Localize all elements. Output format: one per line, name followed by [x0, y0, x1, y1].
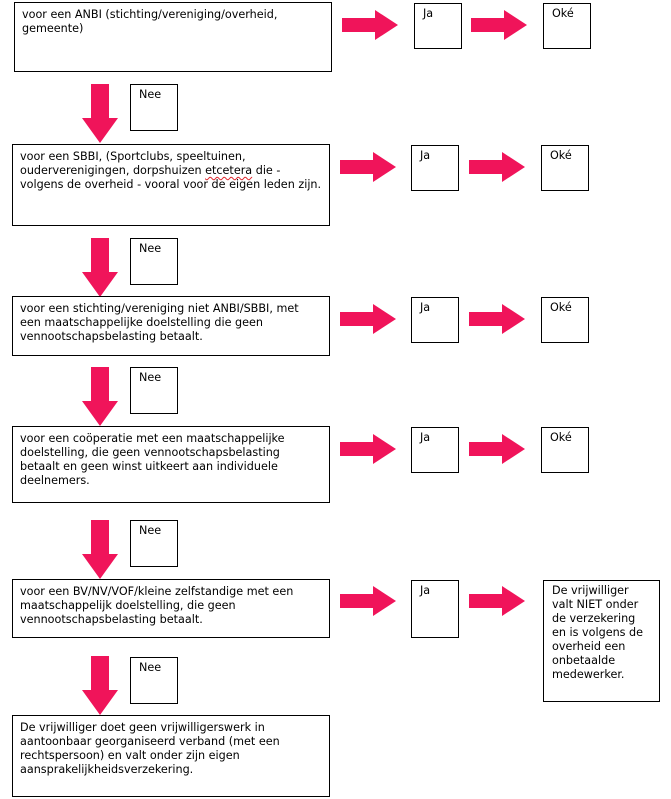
- question-box: voor een ANBI (stichting/vereniging/over…: [14, 2, 332, 72]
- yes-arrow: [340, 586, 396, 616]
- question-box: voor een coöperatie met een maatschappel…: [12, 426, 330, 503]
- no-box: Nee: [130, 84, 178, 131]
- yes-arrow: [340, 304, 396, 334]
- no-arrow: [82, 238, 118, 297]
- no-box: Nee: [130, 520, 178, 567]
- yes-arrow: [340, 434, 396, 464]
- no-arrow: [82, 520, 118, 579]
- yes-box: Ja: [414, 3, 462, 49]
- no-box: Nee: [130, 367, 178, 414]
- yes-label: Ja: [423, 7, 434, 20]
- result-text: Oké: [550, 149, 572, 162]
- yes-box: Ja: [411, 297, 459, 343]
- result-arrow: [471, 10, 527, 40]
- yes-label: Ja: [420, 301, 431, 314]
- result-text: Oké: [550, 431, 572, 444]
- yes-arrow: [342, 10, 398, 40]
- no-arrow: [82, 367, 118, 426]
- result-box: Oké: [541, 297, 589, 343]
- result-box: Oké: [543, 3, 591, 49]
- question-box: voor een BV/NV/VOF/kleine zelfstandige m…: [12, 579, 330, 638]
- no-label: Nee: [139, 242, 162, 255]
- yes-label: Ja: [420, 149, 431, 162]
- yes-label: Ja: [420, 431, 431, 444]
- yes-box: Ja: [411, 145, 459, 191]
- yes-label: Ja: [420, 584, 431, 597]
- result-arrow: [469, 304, 525, 334]
- question-text: die - volgens de overheid - vooral voor …: [20, 164, 322, 191]
- result-box: Oké: [541, 145, 589, 191]
- result-box: Oké: [541, 427, 589, 473]
- final-box: De vrijwilliger doet geen vrijwilligersw…: [12, 715, 330, 797]
- no-label: Nee: [139, 524, 162, 537]
- no-arrow: [82, 656, 118, 715]
- yes-arrow: [340, 152, 396, 182]
- question-box: voor een stichting/vereniging niet ANBI/…: [12, 296, 330, 356]
- no-arrow: [82, 84, 118, 143]
- no-label: Nee: [139, 661, 162, 674]
- yes-box: Ja: [411, 580, 459, 638]
- question-text: voor een SBBI, (Sportclubs, speeltuinen,…: [20, 150, 246, 177]
- result-text: Oké: [550, 301, 572, 314]
- no-box: Nee: [130, 238, 178, 285]
- result-text: De vrijwilliger valt NIET onder de verze…: [552, 584, 644, 681]
- question-text: voor een ANBI (stichting/vereniging/over…: [22, 8, 278, 35]
- question-text: voor een coöperatie met een maatschappel…: [20, 432, 285, 487]
- result-box: De vrijwilliger valt NIET onder de verze…: [543, 580, 660, 702]
- result-arrow: [469, 586, 525, 616]
- result-text: Oké: [552, 7, 574, 20]
- question-text: voor een stichting/vereniging niet ANBI/…: [20, 302, 299, 343]
- yes-box: Ja: [411, 427, 459, 473]
- question-text: voor een BV/NV/VOF/kleine zelfstandige m…: [20, 585, 294, 626]
- spellcheck-word: etcetera: [205, 164, 253, 177]
- question-box: voor een SBBI, (Sportclubs, speeltuinen,…: [12, 144, 330, 226]
- no-label: Nee: [139, 371, 162, 384]
- result-arrow: [469, 434, 525, 464]
- final-text: De vrijwilliger doet geen vrijwilligersw…: [20, 721, 280, 776]
- result-arrow: [469, 152, 525, 182]
- no-label: Nee: [139, 88, 162, 101]
- no-box: Nee: [130, 657, 178, 704]
